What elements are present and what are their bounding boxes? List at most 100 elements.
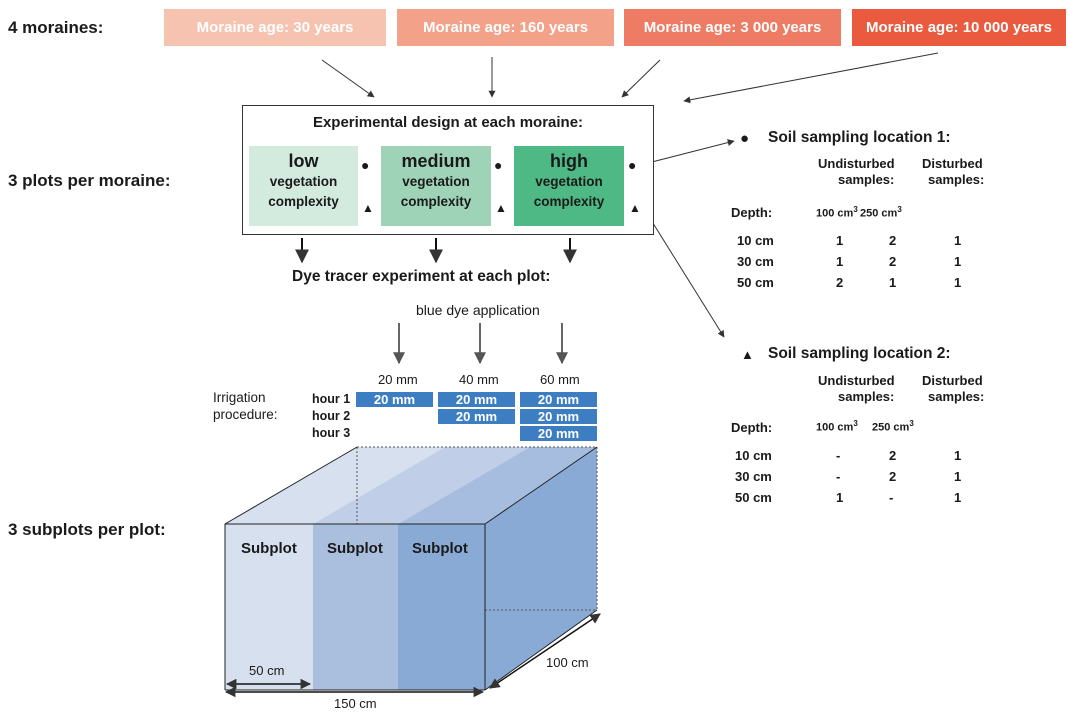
irrigation-label: Irrigation xyxy=(213,390,266,405)
depth-header: Depth: xyxy=(731,205,773,220)
moraine-box-10000-years: Moraine age: 10 000 years xyxy=(852,9,1066,46)
moraine-box-160-years: Moraine age: 160 years xyxy=(397,9,614,46)
amount-label: 20 mm xyxy=(378,372,418,387)
cell-value: - xyxy=(836,469,841,484)
disturbed-header: samples: xyxy=(928,389,985,404)
circle-marker-icon: ● xyxy=(628,157,637,173)
cell-value: 1 xyxy=(889,275,897,290)
volume-header: 250 cm3 xyxy=(860,205,902,220)
triangle-marker-icon: ▲ xyxy=(495,201,507,215)
disturbed-header: samples: xyxy=(928,172,985,187)
hour-label: hour 1 xyxy=(312,392,351,406)
plot-sub-label: complexity xyxy=(533,194,605,209)
soil-block xyxy=(224,446,598,691)
cell-value: 1 xyxy=(954,490,962,505)
cell-value: 2 xyxy=(889,448,897,463)
cell-value: 1 xyxy=(954,469,962,484)
cell-value: 1 xyxy=(836,233,844,248)
subplot-label: Subplot xyxy=(327,540,383,557)
irrigation-block: 20 mm xyxy=(438,409,515,424)
plot-sub-label: complexity xyxy=(268,194,339,209)
plots-label: 3 plots per moraine: xyxy=(8,171,171,190)
irrigation-block: 20 mm xyxy=(520,409,597,424)
moraines-label: 4 moraines: xyxy=(8,18,104,37)
cell-value: 2 xyxy=(836,275,844,290)
moraine-arrow xyxy=(321,59,375,98)
depth-dimension-label: 100 cm xyxy=(546,655,589,670)
plot-low-box: low vegetation complexity xyxy=(249,146,358,226)
volume-header: 250 cm3 xyxy=(872,419,914,434)
procedure-label: procedure: xyxy=(213,407,278,422)
plot-sub-label: complexity xyxy=(400,194,472,209)
plot-medium-box: medium vegetation complexity xyxy=(381,146,491,226)
plot-level-label: medium xyxy=(401,151,471,171)
cell-value: 2 xyxy=(889,233,897,248)
plot-level-label: high xyxy=(550,151,588,171)
subplot-front-3 xyxy=(398,524,485,690)
plot-sub-label: vegetation xyxy=(535,174,603,189)
moraine-arrow xyxy=(683,52,939,104)
location2-pointer xyxy=(645,211,725,338)
length-dimension-label: 150 cm xyxy=(334,696,377,711)
depth-value: 10 cm xyxy=(737,233,774,248)
triangle-marker-icon: ▲ xyxy=(741,347,754,362)
subplot-front-2 xyxy=(313,524,398,690)
dye-tracer-title: Dye tracer experiment at each plot: xyxy=(292,268,551,285)
irrigation-block: 20 mm xyxy=(438,392,515,407)
triangle-marker-icon: ▲ xyxy=(629,201,641,215)
depth-header: Depth: xyxy=(731,420,773,435)
depth-value: 10 cm xyxy=(735,448,772,463)
cell-value: 1 xyxy=(954,254,962,269)
volume-header: 100 cm3 xyxy=(816,419,858,434)
cell-value: 1 xyxy=(954,275,962,290)
undisturbed-header: samples: xyxy=(838,172,895,187)
subplot-label: Subplot xyxy=(412,540,468,557)
plot-level-label: low xyxy=(288,151,319,171)
width-dimension-label: 50 cm xyxy=(249,663,285,678)
location1-pointer xyxy=(643,139,735,165)
amount-label: 60 mm xyxy=(540,372,580,387)
hour-label: hour 3 xyxy=(312,426,351,440)
disturbed-header: Disturbed xyxy=(922,373,983,388)
depth-value: 50 cm xyxy=(737,275,774,290)
cell-value: 1 xyxy=(836,254,844,269)
disturbed-header: Disturbed xyxy=(922,156,983,171)
cell-value: 1 xyxy=(836,490,844,505)
soil-location-2-title: Soil sampling location 2: xyxy=(768,345,951,362)
plot-sub-label: vegetation xyxy=(269,174,338,189)
cell-value: 2 xyxy=(889,469,897,484)
moraine-box-3000-years: Moraine age: 3 000 years xyxy=(624,9,841,46)
depth-value: 30 cm xyxy=(737,254,774,269)
irrigation-block: 20 mm xyxy=(356,392,433,407)
irrigation-block: 20 mm xyxy=(520,392,597,407)
circle-marker-icon: ● xyxy=(361,157,370,173)
volume-header: 100 cm3 xyxy=(816,205,858,220)
depth-value: 50 cm xyxy=(735,490,772,505)
cell-value: 1 xyxy=(954,448,962,463)
soil-location-1-title: Soil sampling location 1: xyxy=(768,129,951,146)
depth-dimension-arrow xyxy=(489,613,601,689)
amount-label: 40 mm xyxy=(459,372,499,387)
plot-sub-label: vegetation xyxy=(402,174,470,189)
triangle-marker-icon: ▲ xyxy=(362,201,374,215)
cell-value: - xyxy=(889,490,894,505)
blue-dye-application-label: blue dye application xyxy=(416,302,540,318)
moraine-arrow xyxy=(621,59,661,98)
undisturbed-header: Undisturbed xyxy=(818,156,895,171)
circle-marker-icon: ● xyxy=(494,157,503,173)
plot-high-box: high vegetation complexity xyxy=(514,146,624,226)
cell-value: 1 xyxy=(954,233,962,248)
hour-label: hour 2 xyxy=(312,409,351,423)
irrigation-block: 20 mm xyxy=(520,426,597,441)
cell-value: 2 xyxy=(889,254,897,269)
undisturbed-header: samples: xyxy=(838,389,895,404)
design-title: Experimental design at each moraine: xyxy=(312,114,584,131)
moraine-box-30-years: Moraine age: 30 years xyxy=(164,9,386,46)
subplot-label: Subplot xyxy=(241,540,297,557)
depth-value: 30 cm xyxy=(735,469,772,484)
subplot-front-1 xyxy=(225,524,313,690)
cell-value: - xyxy=(836,448,841,463)
undisturbed-header: Undisturbed xyxy=(818,373,895,388)
circle-marker-icon: ● xyxy=(740,130,750,147)
